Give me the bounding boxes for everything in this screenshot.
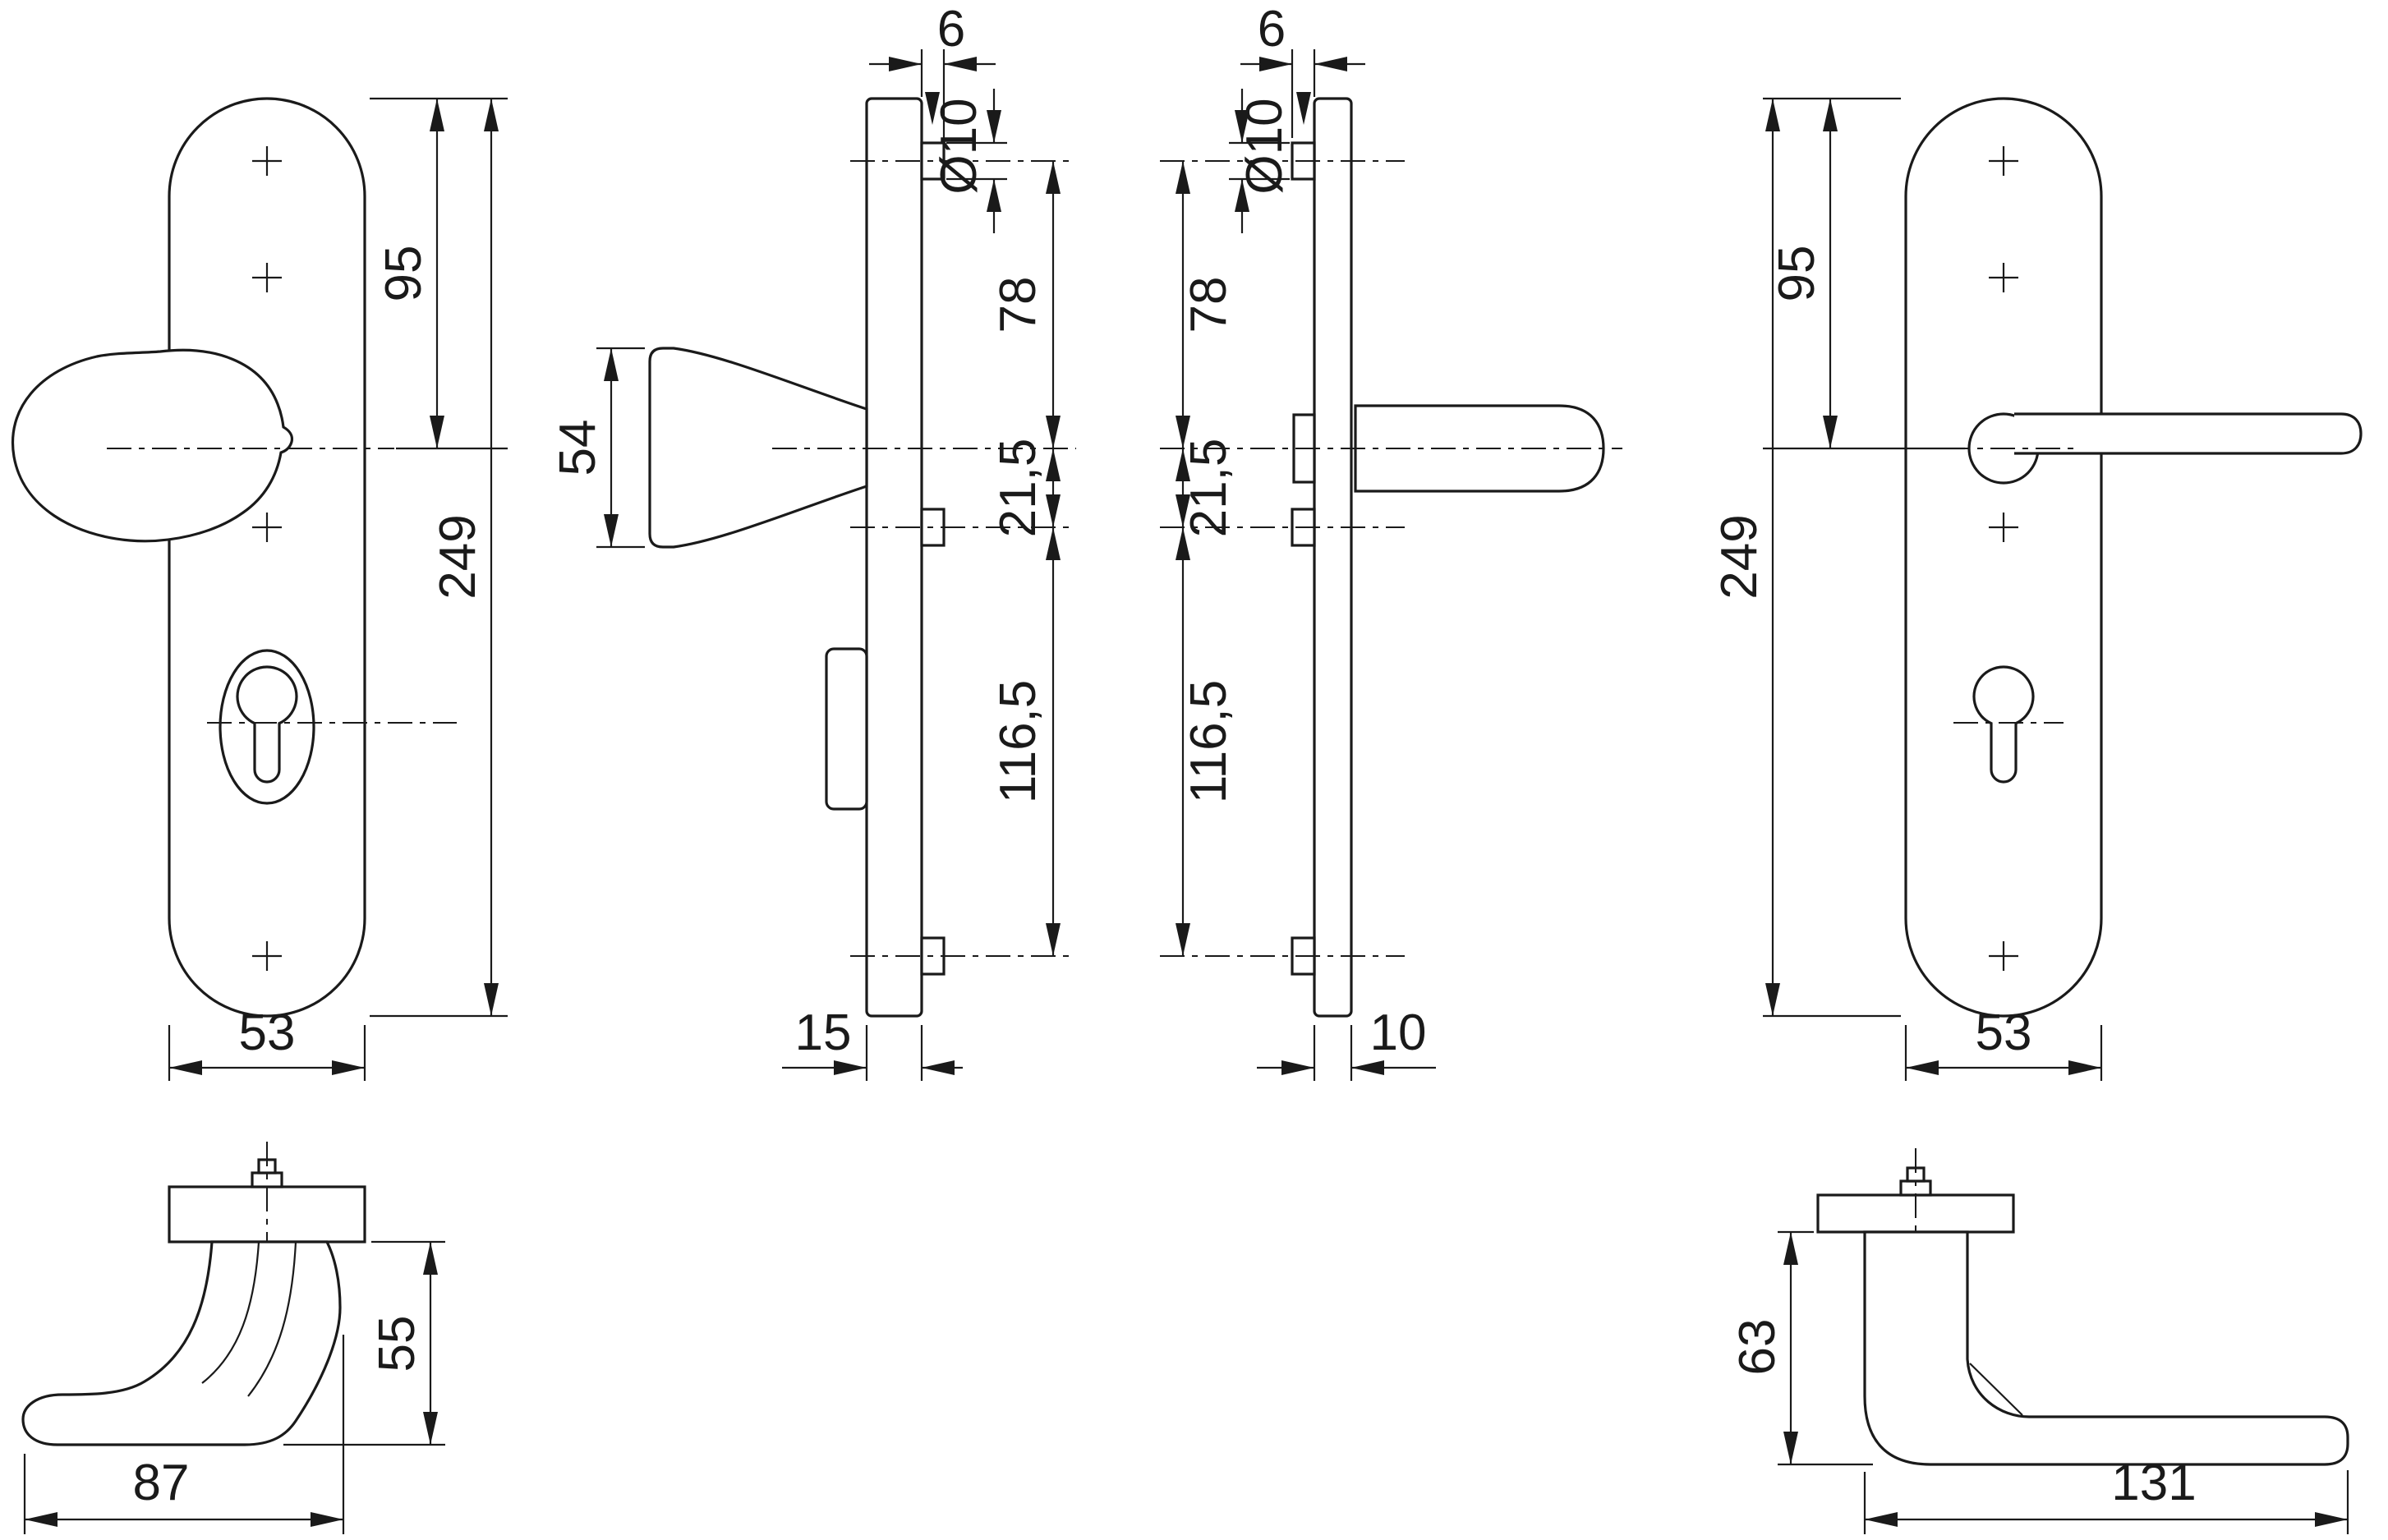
- dimension-6: 6: [1240, 1, 1365, 138]
- dim-label: 54: [550, 420, 606, 476]
- dimension-10: 10: [1257, 1004, 1436, 1081]
- dim-label: 6: [1258, 1, 1286, 57]
- view-interior-side: 6 Ø10 78 21,5 116,5: [1160, 1, 1622, 1081]
- dim-label: 87: [133, 1455, 190, 1511]
- exterior-plate-side-outline: [865, 97, 923, 1018]
- extension-lines: [1763, 97, 2103, 1081]
- knob-bottom-shape: [21, 1240, 342, 1446]
- knob-form-lines: [201, 1241, 297, 1397]
- dim-label: 78: [1180, 277, 1237, 333]
- dimension-95: 95: [1769, 99, 1838, 448]
- dimension-54: 54: [550, 347, 645, 549]
- dim-label: 249: [1711, 514, 1768, 599]
- dimension-87: 87: [23, 1335, 345, 1534]
- dimension-131: 131: [1863, 1455, 2349, 1534]
- dimension-116-5: 116,5: [990, 527, 1061, 956]
- lever-grip-front: [2014, 412, 2363, 455]
- dim-label: 95: [375, 246, 432, 302]
- dim-label: 63: [1729, 1319, 1786, 1376]
- dimension-21-5: 21,5: [990, 439, 1061, 538]
- dim-label: 55: [369, 1316, 426, 1372]
- profile-cylinder-keyhole: [236, 665, 298, 784]
- centerlines: [1160, 160, 1622, 957]
- screw-hole-crosses: [252, 146, 282, 971]
- knob-front-shape: [12, 348, 294, 543]
- view-exterior-front: 95 249 53: [12, 97, 508, 1081]
- dimension-d10: Ø10: [1229, 89, 1293, 233]
- dim-label: 78: [990, 277, 1047, 333]
- view-interior-front: 95 249 53: [1711, 97, 2363, 1081]
- dimension-95: 95: [375, 99, 444, 448]
- dim-label: 249: [430, 514, 486, 599]
- dim-label: 10: [1370, 1004, 1427, 1061]
- lever-bottom-shape: [1863, 1230, 2349, 1466]
- dimension-53: 53: [169, 1004, 365, 1075]
- dimension-d10: Ø10: [931, 89, 1007, 233]
- dim-label: 116,5: [1180, 680, 1237, 804]
- cylinder-housing-bump: [825, 647, 868, 811]
- dim-label: 15: [795, 1004, 852, 1061]
- dim-label: 116,5: [990, 680, 1047, 804]
- interior-plate-outline: [1904, 97, 2103, 1018]
- dimension-15: 15: [782, 1004, 963, 1081]
- exterior-plate-outline: [168, 97, 366, 1018]
- bolt-leader-arrow: [1296, 92, 1311, 125]
- dim-label: Ø10: [931, 98, 987, 194]
- lever-miter-line: [1969, 1363, 2023, 1416]
- dimension-78: 78: [990, 161, 1061, 448]
- cylinder-rosette-oval: [219, 649, 315, 805]
- view-exterior-side: 54 6 Ø10 78 21,5: [550, 1, 1076, 1081]
- dim-label: 53: [1976, 1004, 2032, 1061]
- view-lever-bottom: 63 131: [1729, 1148, 2349, 1534]
- dimension-53: 53: [1906, 1004, 2101, 1075]
- profile-cylinder-keyhole: [1972, 665, 2035, 784]
- dim-label: 131: [2111, 1455, 2196, 1511]
- dimension-116-5: 116,5: [1176, 527, 1237, 956]
- dimension-55: 55: [283, 1240, 445, 1446]
- dim-label: Ø10: [1236, 98, 1293, 194]
- dimension-6: 6: [869, 1, 996, 138]
- dim-label: 53: [239, 1004, 296, 1061]
- interior-plate-side-outline: [1313, 97, 1353, 1018]
- dimension-78: 78: [1176, 161, 1237, 448]
- dim-label: 6: [937, 1, 965, 57]
- fixing-bolts: [920, 141, 946, 976]
- dimension-249: 249: [430, 99, 499, 1016]
- dim-label: 21,5: [990, 439, 1047, 538]
- dim-label: 95: [1769, 246, 1825, 302]
- dimension-63: 63: [1729, 1230, 1873, 1466]
- centerlines: [1945, 448, 2080, 724]
- screw-hole-crosses: [1989, 146, 2018, 971]
- view-knob-bottom: 55 87: [21, 1142, 445, 1534]
- dimension-21-5: 21,5: [1176, 439, 1237, 538]
- dim-label: 21,5: [1180, 439, 1237, 538]
- extension-lines: [168, 97, 508, 1081]
- centerlines: [772, 160, 1076, 957]
- fixing-bolts: [1291, 141, 1316, 976]
- dimension-249: 249: [1711, 99, 1780, 1016]
- centerlines: [107, 448, 457, 724]
- knob-side-shape: [648, 347, 868, 549]
